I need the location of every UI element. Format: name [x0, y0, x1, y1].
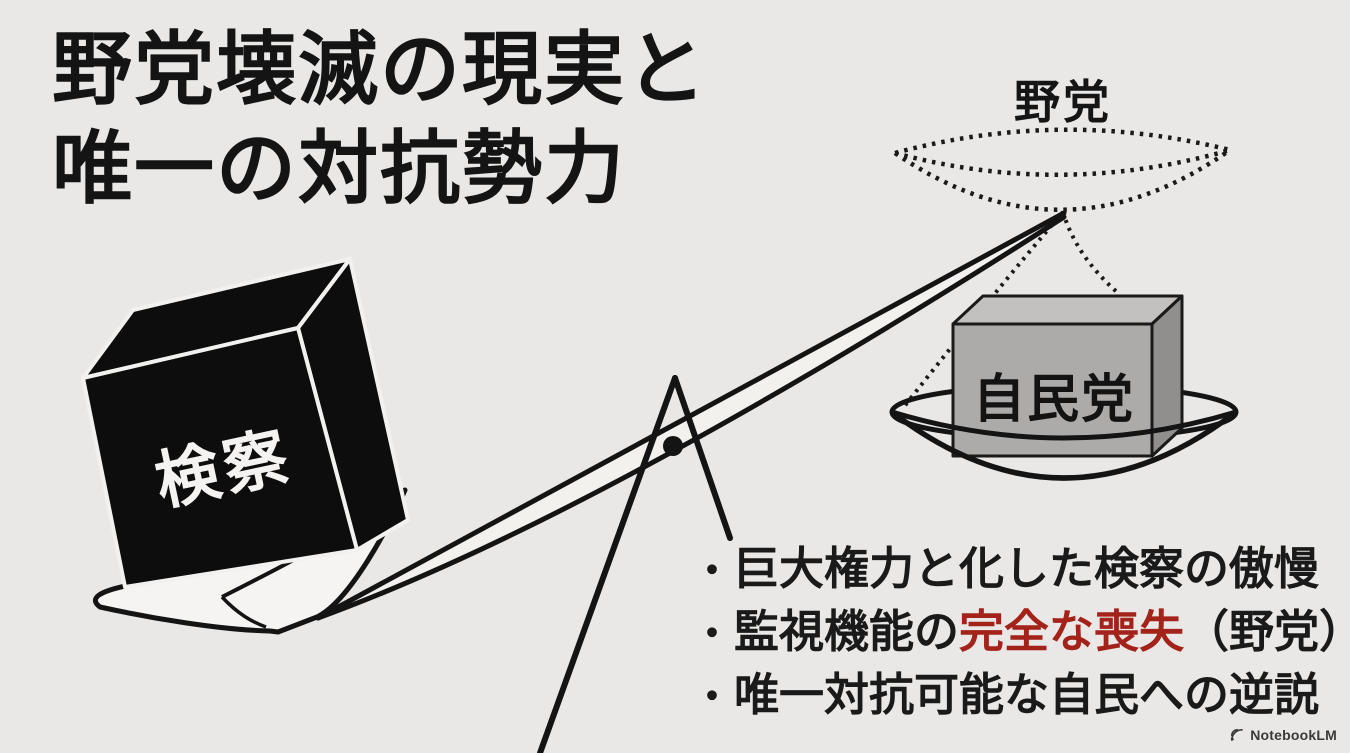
bullet-text-suffix: （野党）	[1184, 606, 1350, 657]
watermark-label: NotebookLM	[1250, 726, 1337, 743]
bullet-text: 巨大権力と化した検察の傲慢	[734, 543, 1320, 594]
page-title: 野党壊滅の現実と 唯一の対抗勢力	[52, 20, 708, 218]
bullet-text: 唯一対抗可能な自民への逆説	[734, 669, 1320, 720]
ghost-plate-top-arc	[894, 127, 1231, 156]
bullet-dot: ・	[692, 675, 732, 719]
notebooklm-logo-icon	[1231, 728, 1244, 741]
bullet-dot: ・	[692, 612, 732, 656]
bullet-item-3: ・ 唯一対抗可能な自民への逆説	[692, 663, 1350, 726]
label-ldp: 自民党	[972, 371, 1135, 429]
bullet-text-prefix: 監視機能の	[734, 606, 960, 657]
ldp-box-front-face	[951, 322, 1154, 458]
ghost-plate	[893, 127, 1232, 212]
prosecution-cube	[81, 257, 410, 589]
left-pan-fold-line	[220, 595, 267, 629]
bullet-dot: ・	[692, 549, 732, 593]
fulcrum	[537, 375, 733, 753]
string-right	[1061, 211, 1120, 295]
right-bowl-underside	[890, 409, 1238, 481]
fulcrum-left-leg	[537, 375, 678, 753]
pivot-dot	[663, 436, 683, 456]
label-opposition: 野党	[1014, 76, 1112, 128]
bullet-item-2: ・ 監視機能の 完全な喪失 （野党）	[692, 600, 1350, 663]
bullet-item-1: ・ 巨大権力と化した検察の傲慢	[692, 537, 1350, 600]
ldp-box-top-face	[951, 294, 1184, 326]
right-bowl-front-rim	[891, 409, 1237, 441]
watermark: NotebookLM	[1228, 726, 1337, 743]
bullet-list: ・ 巨大権力と化した検察の傲慢 ・ 監視機能の 完全な喪失 （野党） ・ 唯一対…	[692, 537, 1350, 726]
page-title-line-2: 唯一の対抗勢力	[52, 124, 626, 213]
bullet-text-highlight: 完全な喪失	[959, 606, 1185, 657]
fulcrum-right-leg	[672, 375, 733, 541]
page-title-line-1: 野党壊滅の現実と	[52, 25, 708, 114]
right-bowl	[890, 409, 1238, 481]
prosecution-cube-front-face	[81, 326, 359, 589]
ghost-plate-bottom-arc	[893, 148, 1232, 212]
ghost-plate-rim-arc	[894, 147, 1231, 178]
